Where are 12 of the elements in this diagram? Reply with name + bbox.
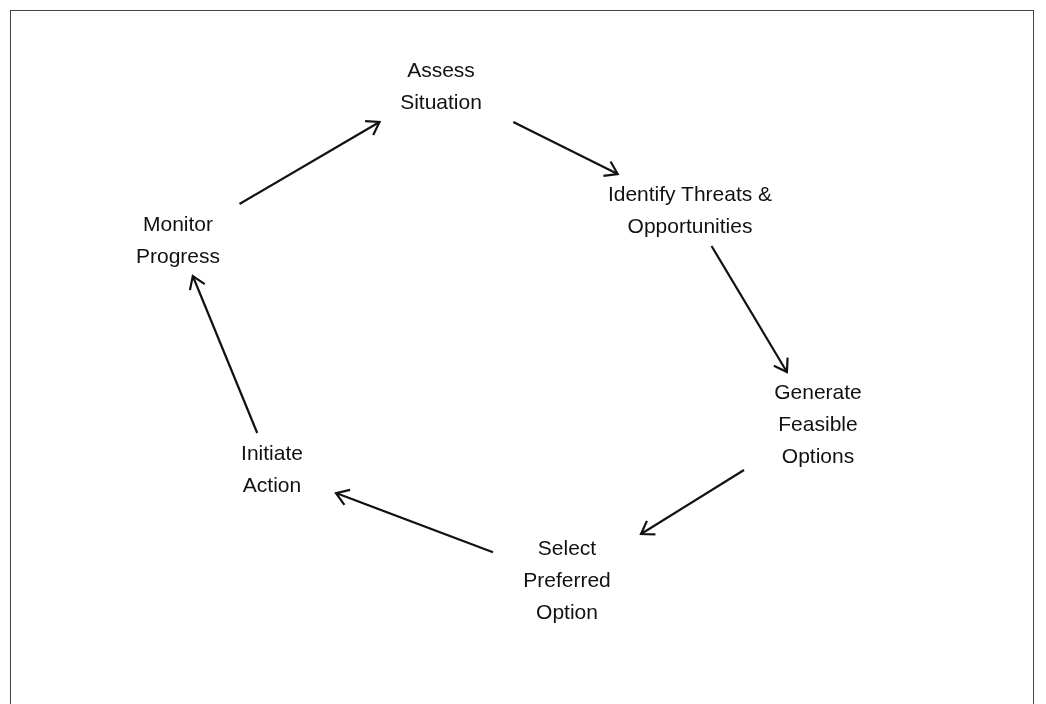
step-label: Initiate Action <box>212 437 332 501</box>
arrow <box>710 245 789 374</box>
step-label: Select Preferred Option <box>497 532 637 628</box>
arrow <box>639 469 745 536</box>
arrow <box>512 121 619 177</box>
step-label: Identify Threats & Opportunities <box>600 178 780 242</box>
step-label: Monitor Progress <box>113 208 243 272</box>
arrow <box>188 274 259 434</box>
step-label: Generate Feasible Options <box>748 376 888 472</box>
step-label: Assess Situation <box>371 54 511 118</box>
arrow <box>238 120 381 205</box>
arrow <box>334 488 494 554</box>
